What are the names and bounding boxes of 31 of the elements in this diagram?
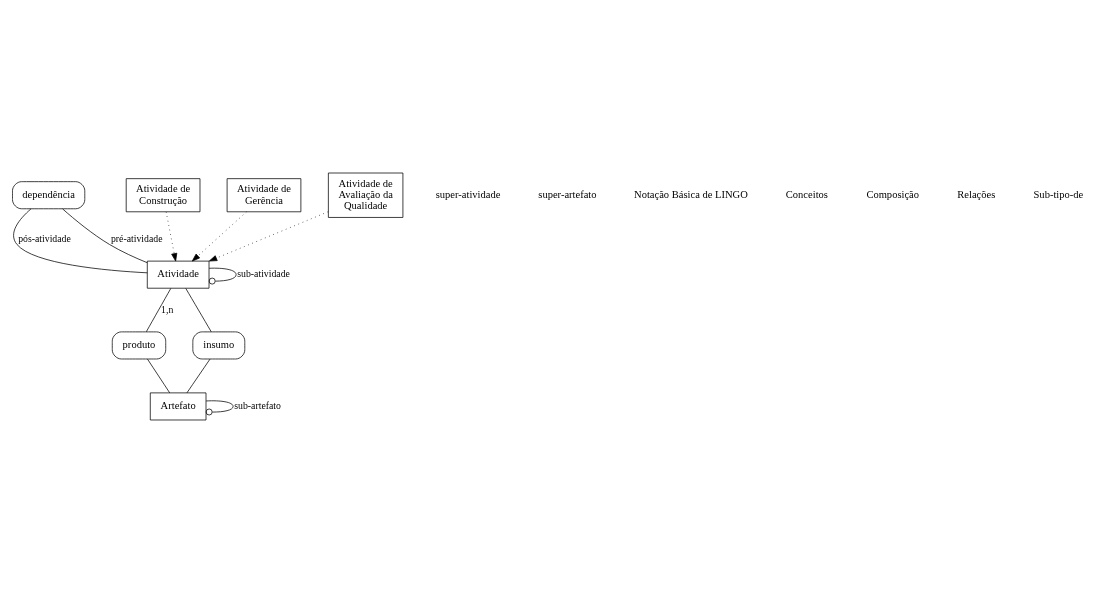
edge-label: sub-artefato <box>234 399 281 411</box>
connector <box>186 358 211 393</box>
node-box: insumo <box>192 331 246 359</box>
legend-label: Conceitos <box>785 188 828 200</box>
connector <box>145 287 172 332</box>
legend-label: Sub-tipo-de <box>1033 188 1084 200</box>
legend-label: Relações <box>957 188 996 200</box>
connector <box>13 208 148 273</box>
node-box: Artefato <box>149 392 207 420</box>
connector <box>62 208 148 263</box>
legend-label: Composição <box>866 188 920 200</box>
node-box: Atividade de Avaliação da Qualidade <box>328 172 404 218</box>
node-box: produto <box>111 331 167 359</box>
edge-label: sub-atividade <box>237 267 290 279</box>
label: super-atividade <box>435 188 501 200</box>
connector <box>208 267 237 284</box>
node-box: Atividade <box>146 260 210 289</box>
connector <box>205 399 234 415</box>
node-box: dependência <box>12 180 86 209</box>
edge-label: 1,n <box>161 303 174 315</box>
node-box: Atividade de Gerência <box>226 177 302 212</box>
arrow <box>165 211 178 261</box>
arrow <box>191 211 247 261</box>
connector <box>185 287 212 332</box>
connector <box>147 358 171 393</box>
label: Notação Básica de LINGO <box>634 188 748 200</box>
edge-label: pré-atividade <box>110 232 163 244</box>
label: super-artefato <box>538 188 597 200</box>
arrow <box>208 210 329 261</box>
edge-label: pós-atividade <box>18 232 71 244</box>
node-box: Atividade de Construção <box>125 177 201 212</box>
